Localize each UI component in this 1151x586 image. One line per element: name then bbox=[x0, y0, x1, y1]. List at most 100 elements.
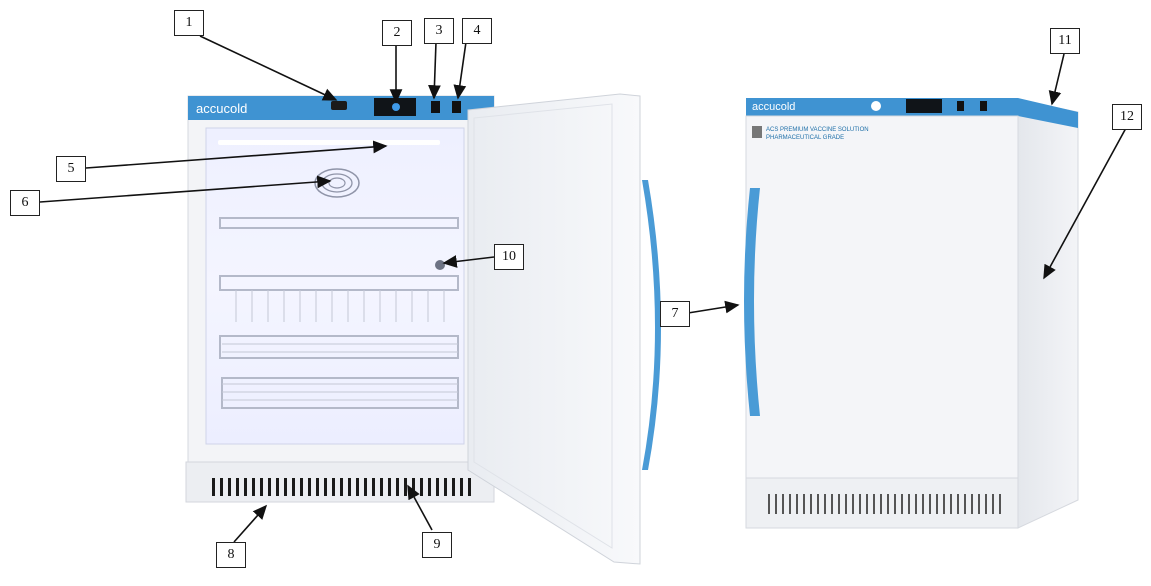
front-panel bbox=[745, 115, 1019, 529]
lock-closed bbox=[871, 101, 881, 111]
alarm-switch bbox=[452, 101, 461, 113]
door-gasket bbox=[473, 103, 613, 549]
callout-label: 9 bbox=[433, 537, 441, 552]
led-light bbox=[218, 140, 440, 145]
callout-label: 11 bbox=[1058, 33, 1072, 48]
callout-8: 8 bbox=[216, 542, 246, 568]
vent-slot bbox=[894, 494, 896, 514]
vent-slot bbox=[228, 478, 231, 496]
vent-slot bbox=[276, 478, 279, 496]
arrow-8 bbox=[233, 504, 268, 543]
panel-text-1: ACS PREMIUM VACCINE SOLUTION bbox=[766, 127, 869, 133]
callout-7: 7 bbox=[660, 301, 690, 327]
vent-slot bbox=[444, 478, 447, 496]
vent-slot bbox=[404, 478, 407, 496]
vent-grille-closed bbox=[768, 494, 1001, 514]
vent-slot bbox=[284, 478, 287, 496]
vent-slot bbox=[817, 494, 819, 514]
vent-slot bbox=[782, 494, 784, 514]
display-indicator-icon bbox=[392, 103, 400, 111]
arrow-4 bbox=[453, 41, 467, 100]
callout-12: 12 bbox=[1112, 104, 1142, 130]
vent-slot bbox=[992, 494, 994, 514]
vent-slot bbox=[340, 478, 343, 496]
vent-slot bbox=[300, 478, 303, 496]
vent-slot bbox=[971, 494, 973, 514]
fan-icon bbox=[314, 168, 360, 198]
label-logo-icon bbox=[752, 126, 762, 138]
fridge-door bbox=[467, 93, 641, 565]
closed-fridge: accucold ACS PREMIUM VACCINE SOLUTION PH… bbox=[744, 98, 1079, 529]
vent-slot bbox=[372, 478, 375, 496]
vent-slot bbox=[978, 494, 980, 514]
vent-slot bbox=[768, 494, 770, 514]
callout-9: 9 bbox=[422, 532, 452, 558]
vent-slot bbox=[388, 478, 391, 496]
brand-logo-closed: accucold bbox=[752, 101, 795, 113]
vent-grille bbox=[212, 478, 471, 496]
callout-label: 5 bbox=[67, 161, 75, 176]
vent-slot bbox=[957, 494, 959, 514]
vent-slot bbox=[236, 478, 239, 496]
vent-slot bbox=[324, 478, 327, 496]
lock-icon bbox=[331, 101, 347, 110]
callout-label: 8 bbox=[227, 547, 235, 562]
arrow-1 bbox=[199, 35, 338, 101]
callout-label: 4 bbox=[473, 23, 481, 38]
vent-slot bbox=[929, 494, 931, 514]
vent-slot bbox=[845, 494, 847, 514]
callout-label: 10 bbox=[502, 249, 516, 264]
vent-slot bbox=[460, 478, 463, 496]
vent-slot bbox=[866, 494, 868, 514]
leader-arrows bbox=[39, 35, 1127, 543]
vent-slot bbox=[789, 494, 791, 514]
vent-slot bbox=[220, 478, 223, 496]
callout-label: 1 bbox=[185, 15, 193, 30]
brand-logo: accucold bbox=[196, 101, 247, 116]
door-handle bbox=[744, 188, 760, 416]
vent-slot bbox=[803, 494, 805, 514]
vent-slot bbox=[428, 478, 431, 496]
open-fridge: accucold bbox=[185, 93, 661, 565]
arrow-9 bbox=[407, 484, 433, 531]
vent-slot bbox=[268, 478, 271, 496]
vent-slot bbox=[936, 494, 938, 514]
wire-shelves bbox=[219, 217, 459, 409]
vent-slot bbox=[880, 494, 882, 514]
callout-label: 7 bbox=[671, 306, 679, 321]
callout-label: 2 bbox=[393, 25, 401, 40]
arrow-3 bbox=[428, 41, 441, 100]
door-handle-edge bbox=[642, 180, 661, 470]
vent-slot bbox=[356, 478, 359, 496]
side-panel bbox=[1017, 99, 1079, 529]
vent-slot bbox=[985, 494, 987, 514]
vent-slot bbox=[364, 478, 367, 496]
vent-slot bbox=[810, 494, 812, 514]
vent-slot bbox=[244, 478, 247, 496]
vent-slot bbox=[436, 478, 439, 496]
vent-slot bbox=[348, 478, 351, 496]
temperature-probe bbox=[435, 260, 445, 270]
vent-slot bbox=[824, 494, 826, 514]
arrow-12 bbox=[1043, 127, 1127, 280]
callout-6: 6 bbox=[10, 190, 40, 216]
vent-slot bbox=[852, 494, 854, 514]
arrow-10 bbox=[442, 255, 495, 268]
callout-1: 1 bbox=[174, 10, 204, 36]
vent-slot bbox=[964, 494, 966, 514]
vent-slot bbox=[950, 494, 952, 514]
vent-slot bbox=[396, 478, 399, 496]
arrow-7 bbox=[687, 300, 740, 314]
arrow-11 bbox=[1048, 53, 1065, 106]
vent-slot bbox=[915, 494, 917, 514]
callout-4: 4 bbox=[462, 18, 492, 44]
vent-slot bbox=[943, 494, 945, 514]
callout-11: 11 bbox=[1050, 28, 1080, 54]
vent-slot bbox=[796, 494, 798, 514]
power-switch bbox=[431, 101, 440, 113]
switch-closed-2 bbox=[980, 101, 987, 111]
callout-2: 2 bbox=[382, 20, 412, 46]
vent-slot bbox=[252, 478, 255, 496]
vent-slot bbox=[859, 494, 861, 514]
